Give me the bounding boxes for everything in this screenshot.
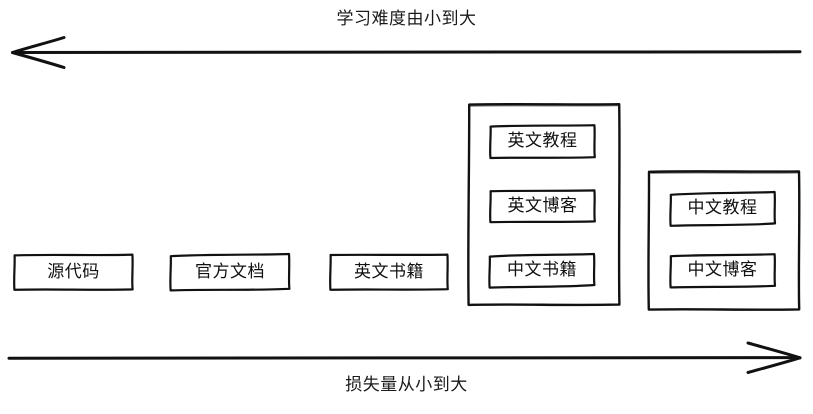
bottom-axis-arrow	[7, 341, 802, 374]
node-source-code[interactable]: 源代码	[13, 253, 134, 291]
node-english-tutorials-label: 英文教程	[507, 131, 578, 151]
node-chinese-tutorials-label: 中文教程	[687, 198, 758, 218]
node-chinese-blogs-label: 中文博客	[687, 260, 758, 280]
node-source-code-label: 源代码	[47, 261, 100, 282]
top-axis-label: 学习难度由小到大	[336, 9, 477, 29]
bottom-axis-label: 损失量从小到大	[345, 375, 468, 395]
node-english-tutorials[interactable]: 英文教程	[489, 124, 596, 160]
node-chinese-blogs[interactable]: 中文博客	[669, 253, 777, 289]
node-english-blogs[interactable]: 英文博客	[489, 189, 596, 224]
node-english-books[interactable]: 英文书籍	[329, 253, 449, 291]
node-english-books-label: 英文书籍	[354, 261, 424, 282]
node-chinese-books[interactable]: 中文书籍	[488, 252, 596, 289]
group-chinese-group-border	[647, 170, 801, 311]
node-chinese-books-label: 中文书籍	[507, 260, 577, 280]
node-chinese-tutorials[interactable]: 中文教程	[669, 190, 777, 227]
node-official-docs[interactable]: 官方文档	[169, 252, 291, 292]
node-official-docs-label: 官方文档	[195, 261, 265, 282]
top-axis-arrow	[11, 36, 802, 69]
node-english-blogs-label: 英文博客	[507, 195, 578, 216]
